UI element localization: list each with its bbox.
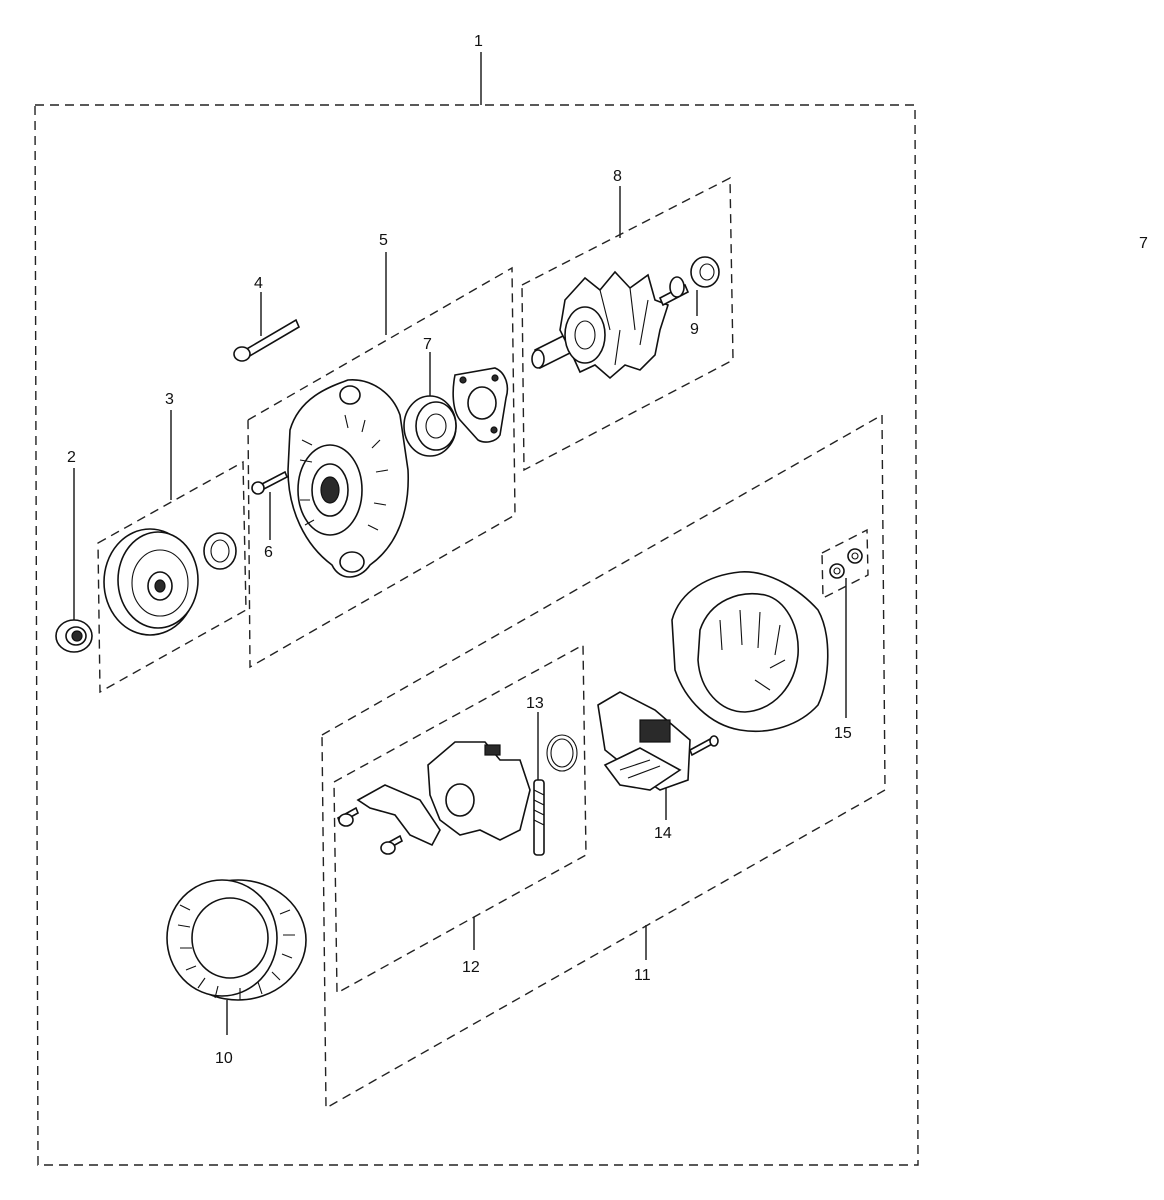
group-frame-12: 12 (333, 643, 587, 995)
callout-1: 1 (474, 33, 483, 50)
part-12-rectifier (336, 741, 531, 855)
group-frame-15: 15 (821, 528, 869, 742)
part-14-regulator: 14 (597, 691, 719, 842)
callout-7: 7 (423, 336, 432, 353)
group-frame-11: 11 (321, 413, 886, 1110)
callout-8: 8 (613, 168, 622, 185)
group-frame-3: 3 (97, 391, 247, 694)
part-15-nuts (829, 548, 863, 579)
group-frame-8: 8 (521, 168, 734, 472)
part-7-bearing: 7 (403, 336, 509, 457)
part-13-brush: 13 (526, 695, 578, 856)
part-4-through-bolt: 4 (233, 275, 301, 362)
callout-5: 5 (379, 232, 388, 249)
part-2-nut: 2 (55, 449, 93, 653)
part-9-rear-bearing: 9 (669, 256, 720, 338)
callout-4: 4 (254, 275, 263, 292)
callout-11: 11 (634, 967, 651, 984)
part-8-rotor (531, 270, 690, 380)
callout-10: 10 (215, 1050, 233, 1067)
group-frame-1: 1 (34, 33, 919, 1166)
group-frame-5: 5 (247, 232, 516, 669)
callout-2: 2 (67, 449, 76, 466)
callout-12: 12 (462, 959, 480, 976)
part-5-front-housing (287, 379, 409, 578)
margin-callout-7: 7 (1139, 235, 1148, 252)
part-6-screw: 6 (251, 470, 289, 561)
part-10-stator: 10 (166, 879, 307, 1067)
callout-15: 15 (834, 725, 852, 742)
callout-3: 3 (165, 391, 174, 408)
callout-13: 13 (526, 695, 544, 712)
part-11-rear-housing (671, 571, 829, 733)
part-3-pulley (103, 528, 237, 636)
callout-6: 6 (264, 544, 273, 561)
callout-14: 14 (654, 825, 672, 842)
callout-9: 9 (690, 321, 699, 338)
